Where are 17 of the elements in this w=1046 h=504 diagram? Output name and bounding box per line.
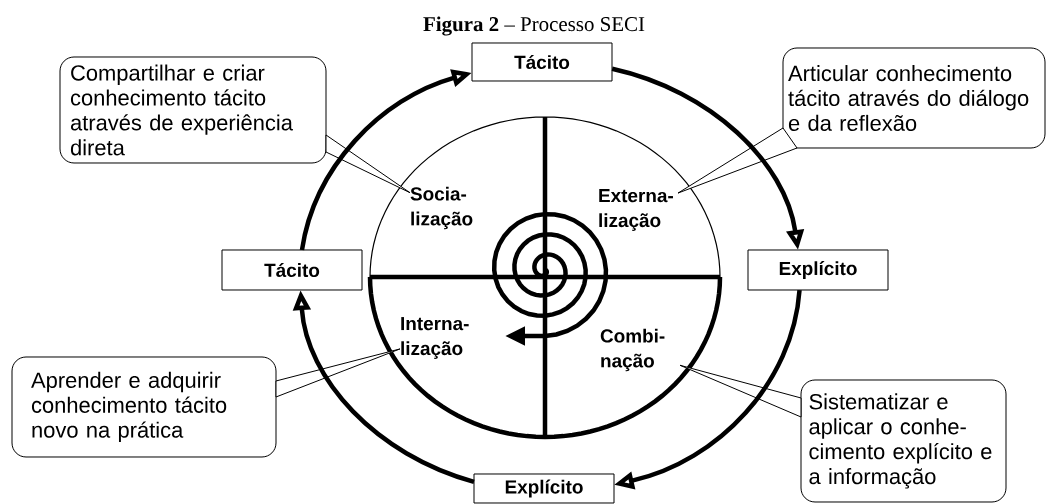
speech-bubble-pointer <box>679 364 802 418</box>
speech-bubble: Articular conhecimento tácito através do diálogo e da reflexão <box>782 47 1046 149</box>
label-box: Explícito <box>473 473 615 504</box>
quadrant-label: Socia- lização <box>410 186 473 230</box>
quadrant-label: Combi- nação <box>600 328 665 372</box>
speech-bubble-pointer <box>275 348 401 398</box>
title: Figura 2 – Processo SECI <box>423 16 645 36</box>
speech-bubble-pointer <box>677 127 798 194</box>
speech-bubble: Compartilhar e criar conhecimento tácito através de experiência direta <box>59 56 327 164</box>
label-box: Tácito <box>221 249 363 291</box>
speech-bubble-pointer <box>325 134 411 194</box>
label-box: Explícito <box>747 249 889 291</box>
quadrant-label: Interna- lização <box>401 317 469 359</box>
speech-bubble: Aprender e adquirir conhecimento tácito novo na prática <box>11 356 277 458</box>
label-box: Tácito <box>471 42 613 82</box>
speech-bubble: Sistematizar e aplicar o conhe- cimento explícito e a informação <box>800 379 1007 503</box>
quadrant-label: Externa- lização <box>599 189 673 231</box>
